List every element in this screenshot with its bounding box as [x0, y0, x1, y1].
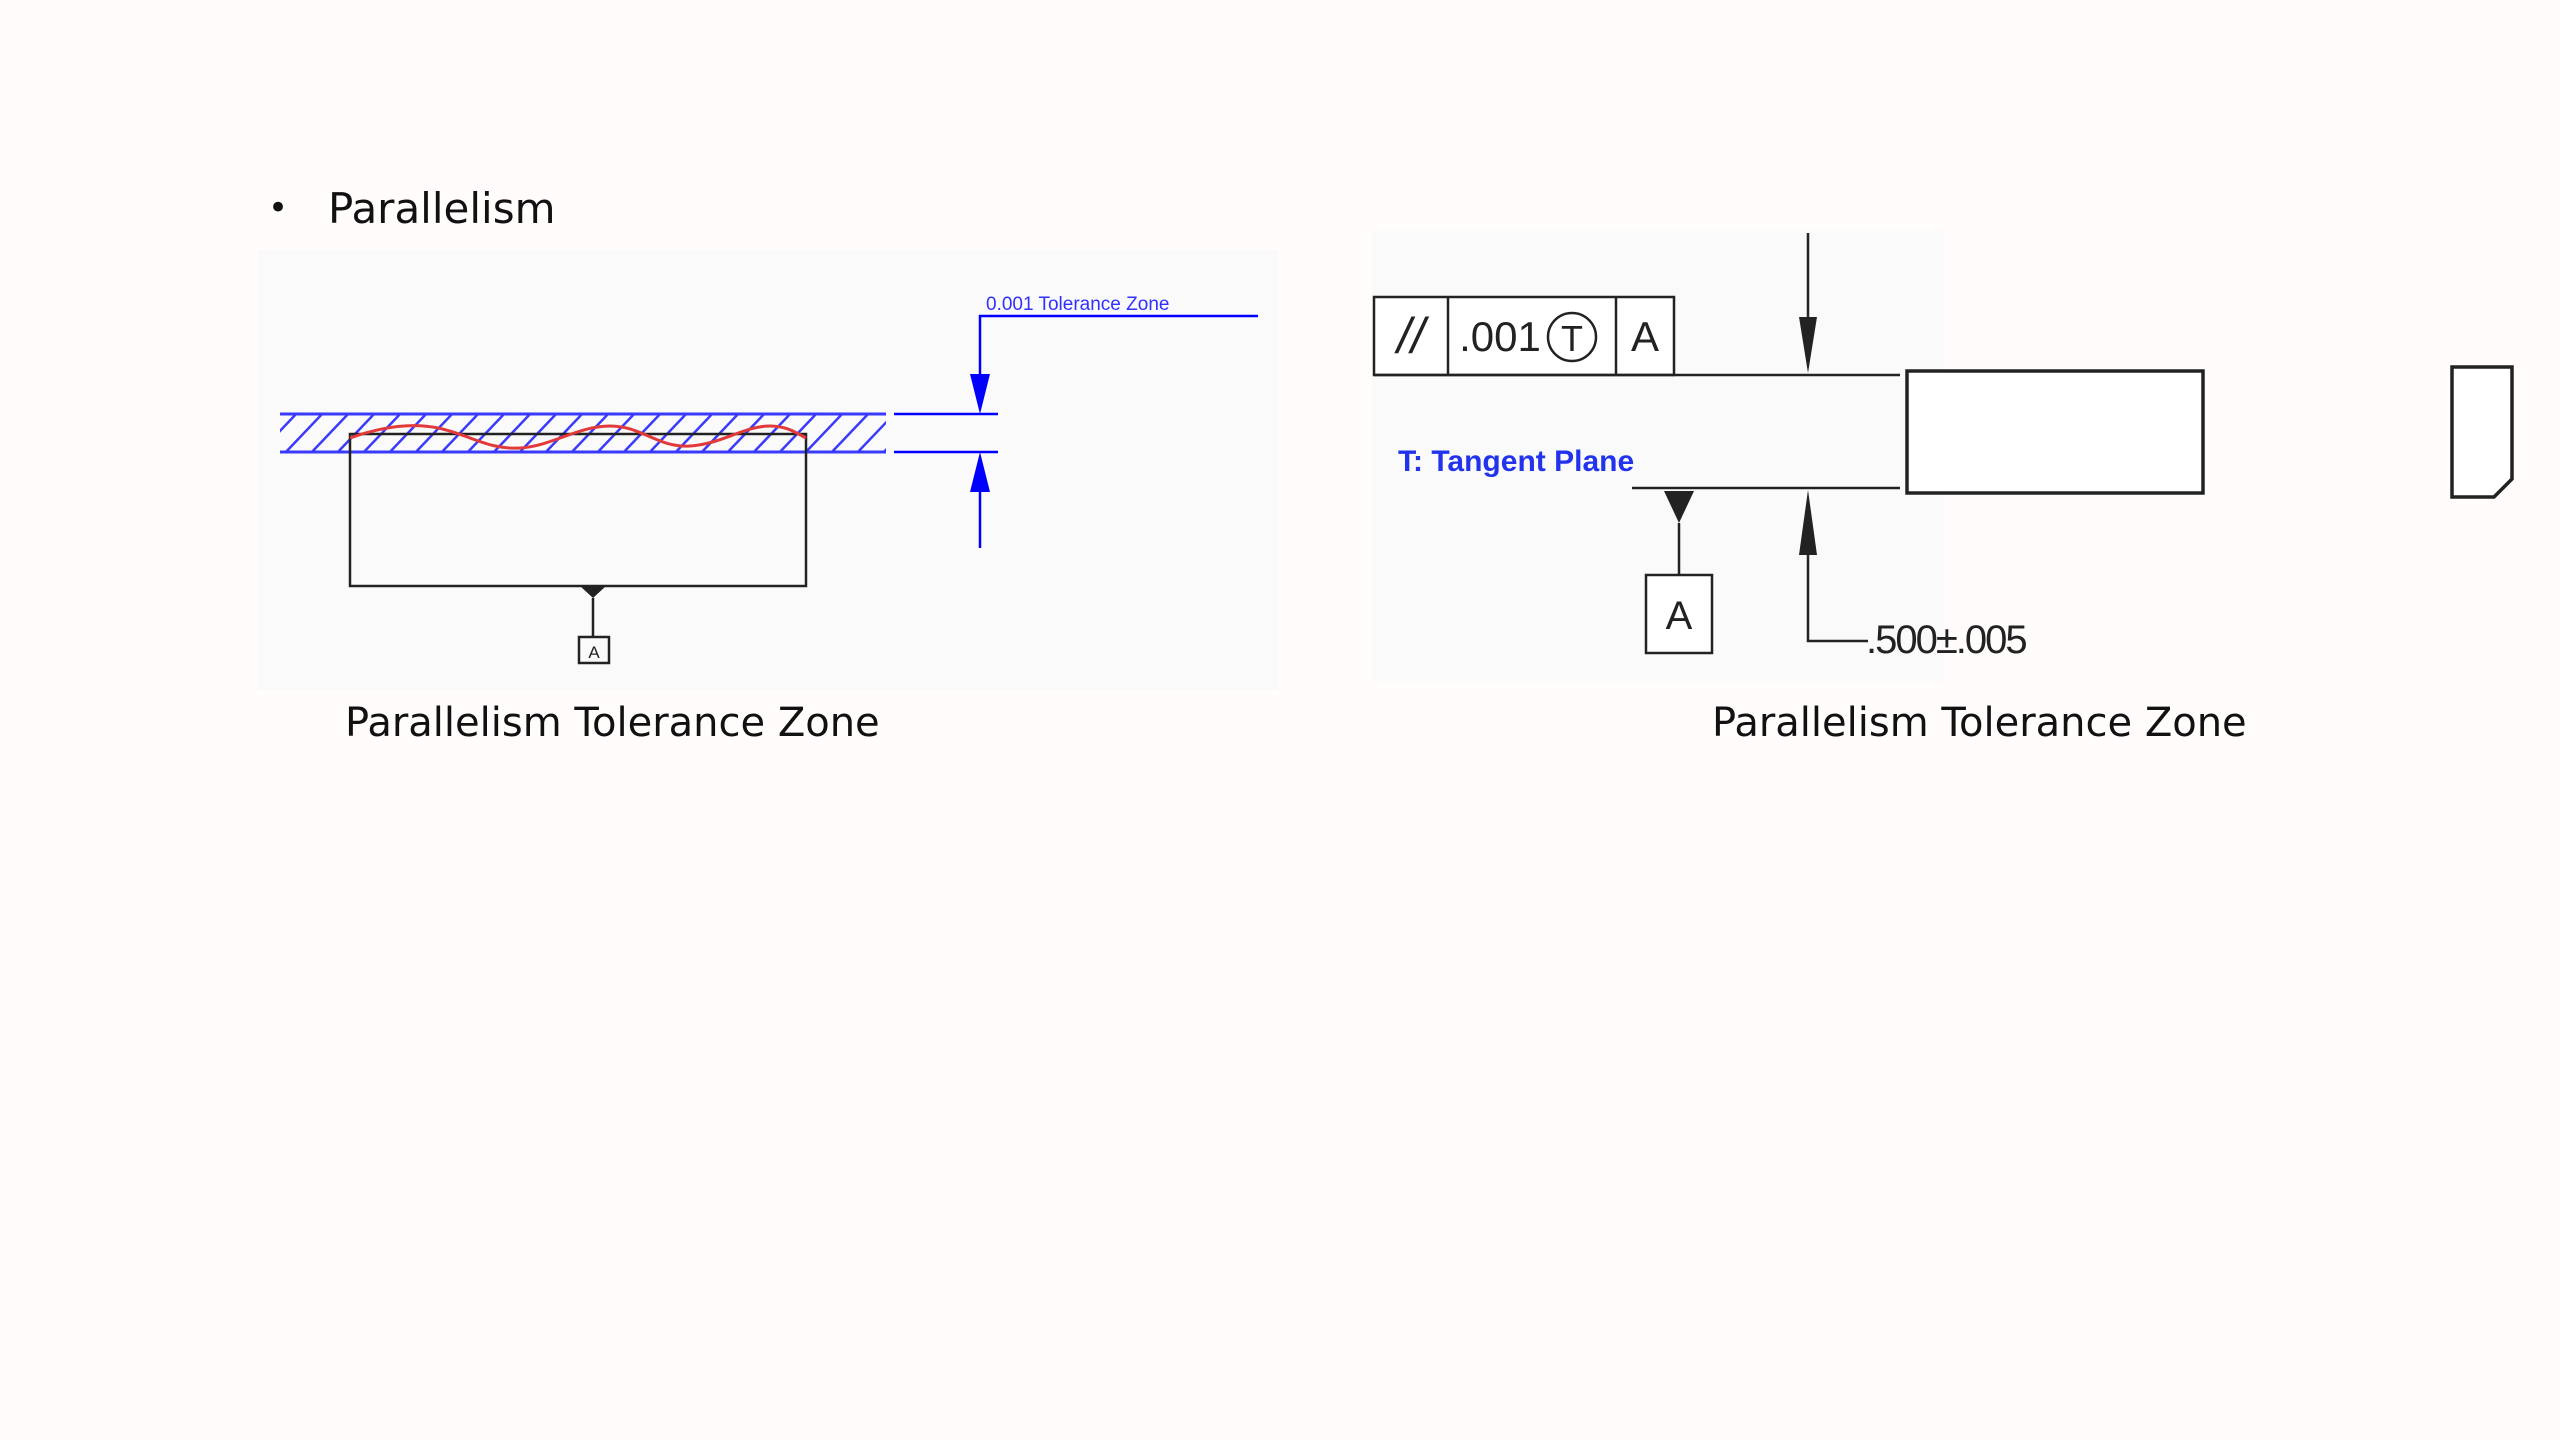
hatch-line	[804, 414, 844, 452]
fcf-tolerance: .001	[1459, 313, 1541, 360]
hatch-line	[310, 414, 350, 452]
fcf-datum: A	[1631, 313, 1659, 360]
actual-surface-curve	[349, 424, 807, 450]
arrow-down	[970, 374, 990, 414]
left-parallelism-diagram: A 0.001 Tolerance Zone	[258, 250, 1278, 690]
hatch-line	[934, 412, 974, 454]
right-parallelism-diagram: // .001 T A .500±.005 A T: Tangent Plane	[1372, 231, 2514, 681]
part-side-view	[1905, 369, 2205, 495]
dim-arrow-down	[1799, 317, 1817, 373]
bullet-text: Parallelism	[328, 183, 556, 233]
datum-label: A	[588, 643, 600, 662]
datum-box	[577, 635, 611, 665]
tolerance-zone-label: 0.001 Tolerance Zone	[986, 294, 1169, 315]
dim-leader	[1806, 555, 1868, 643]
dimension-value: .500±.005	[1866, 618, 2026, 662]
hatch-line	[280, 414, 298, 433]
arrow-up	[970, 452, 990, 492]
parallelism-symbol: //	[1394, 308, 1430, 364]
hatch-line	[856, 420, 886, 452]
bullet-icon: •	[268, 188, 289, 228]
part-end-view	[2450, 365, 2514, 499]
tangent-modifier-icon	[1546, 311, 1598, 363]
fcf-modifier: T	[1561, 318, 1583, 359]
datum-triangle	[580, 586, 606, 598]
datum-box	[1644, 573, 1714, 655]
hatch-line	[830, 414, 870, 452]
datum-label: A	[1666, 594, 1693, 638]
right-caption: Parallelism Tolerance Zone	[1712, 700, 2247, 746]
left-caption: Parallelism Tolerance Zone	[345, 700, 880, 746]
tolerance-leader	[978, 314, 1258, 380]
hatch-line	[284, 414, 324, 452]
dim-arrow-up	[1799, 490, 1817, 555]
hatch-line	[882, 447, 886, 452]
part-body	[348, 432, 808, 588]
bullet-item: • Parallelism	[268, 178, 556, 238]
feature-control-frame: // .001 T A	[1372, 295, 1676, 377]
tangent-plane-label: T: Tangent Plane	[1398, 445, 1634, 478]
hatch-line	[908, 412, 948, 454]
datum-triangle	[1664, 491, 1694, 523]
